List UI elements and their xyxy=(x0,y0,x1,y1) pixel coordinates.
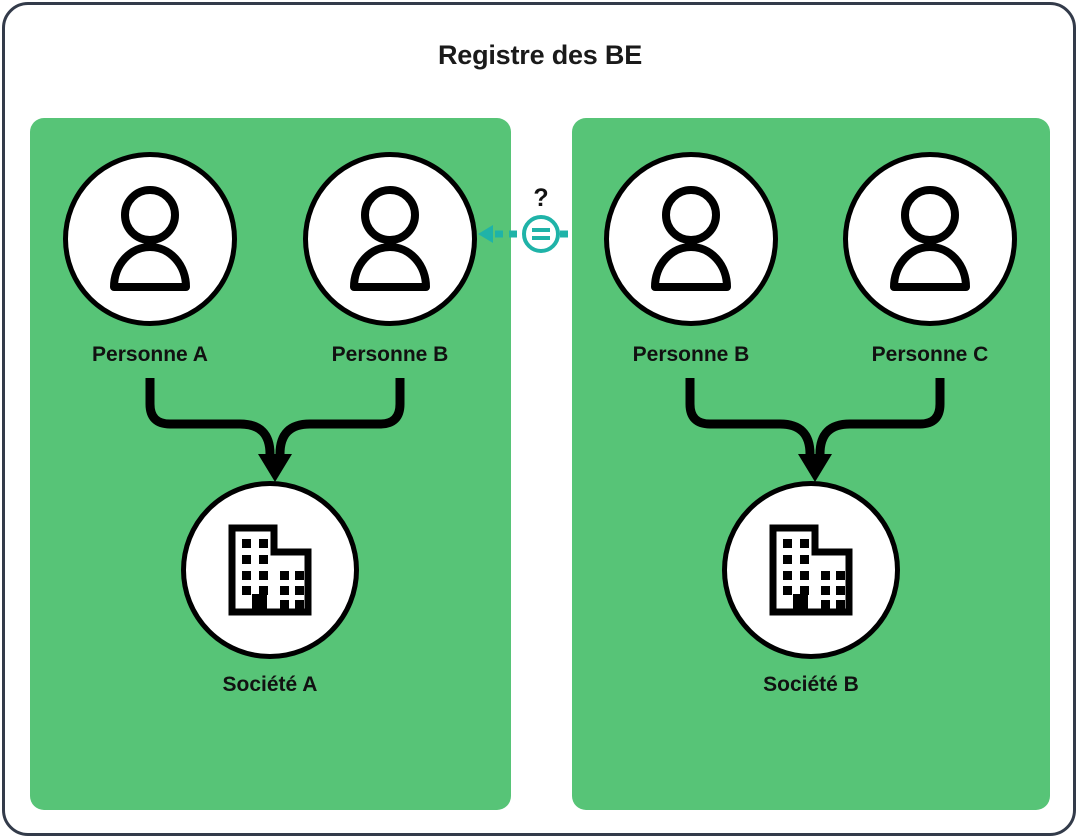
page-title: Registre des BE xyxy=(437,40,643,70)
node-personne-b-right[interactable] xyxy=(604,152,778,326)
person-icon xyxy=(100,184,200,294)
building-icon xyxy=(222,522,318,618)
person-icon xyxy=(641,184,741,294)
node-societe-b[interactable] xyxy=(722,481,900,659)
node-societe-a[interactable] xyxy=(181,481,359,659)
caption-personne-b-left: Personne B xyxy=(331,343,449,366)
caption-personne-a: Personne A xyxy=(92,343,208,366)
person-icon xyxy=(340,184,440,294)
caption-societe-b: Société B xyxy=(763,673,859,696)
node-personne-b-left[interactable] xyxy=(303,152,477,326)
person-icon xyxy=(880,184,980,294)
building-icon xyxy=(763,522,859,618)
node-personne-a[interactable] xyxy=(63,152,237,326)
caption-personne-b-right: Personne B xyxy=(632,343,750,366)
caption-personne-c: Personne C xyxy=(871,343,989,366)
node-personne-c[interactable] xyxy=(843,152,1017,326)
question-mark-label: ? xyxy=(533,184,549,212)
caption-societe-a: Société A xyxy=(222,673,318,696)
